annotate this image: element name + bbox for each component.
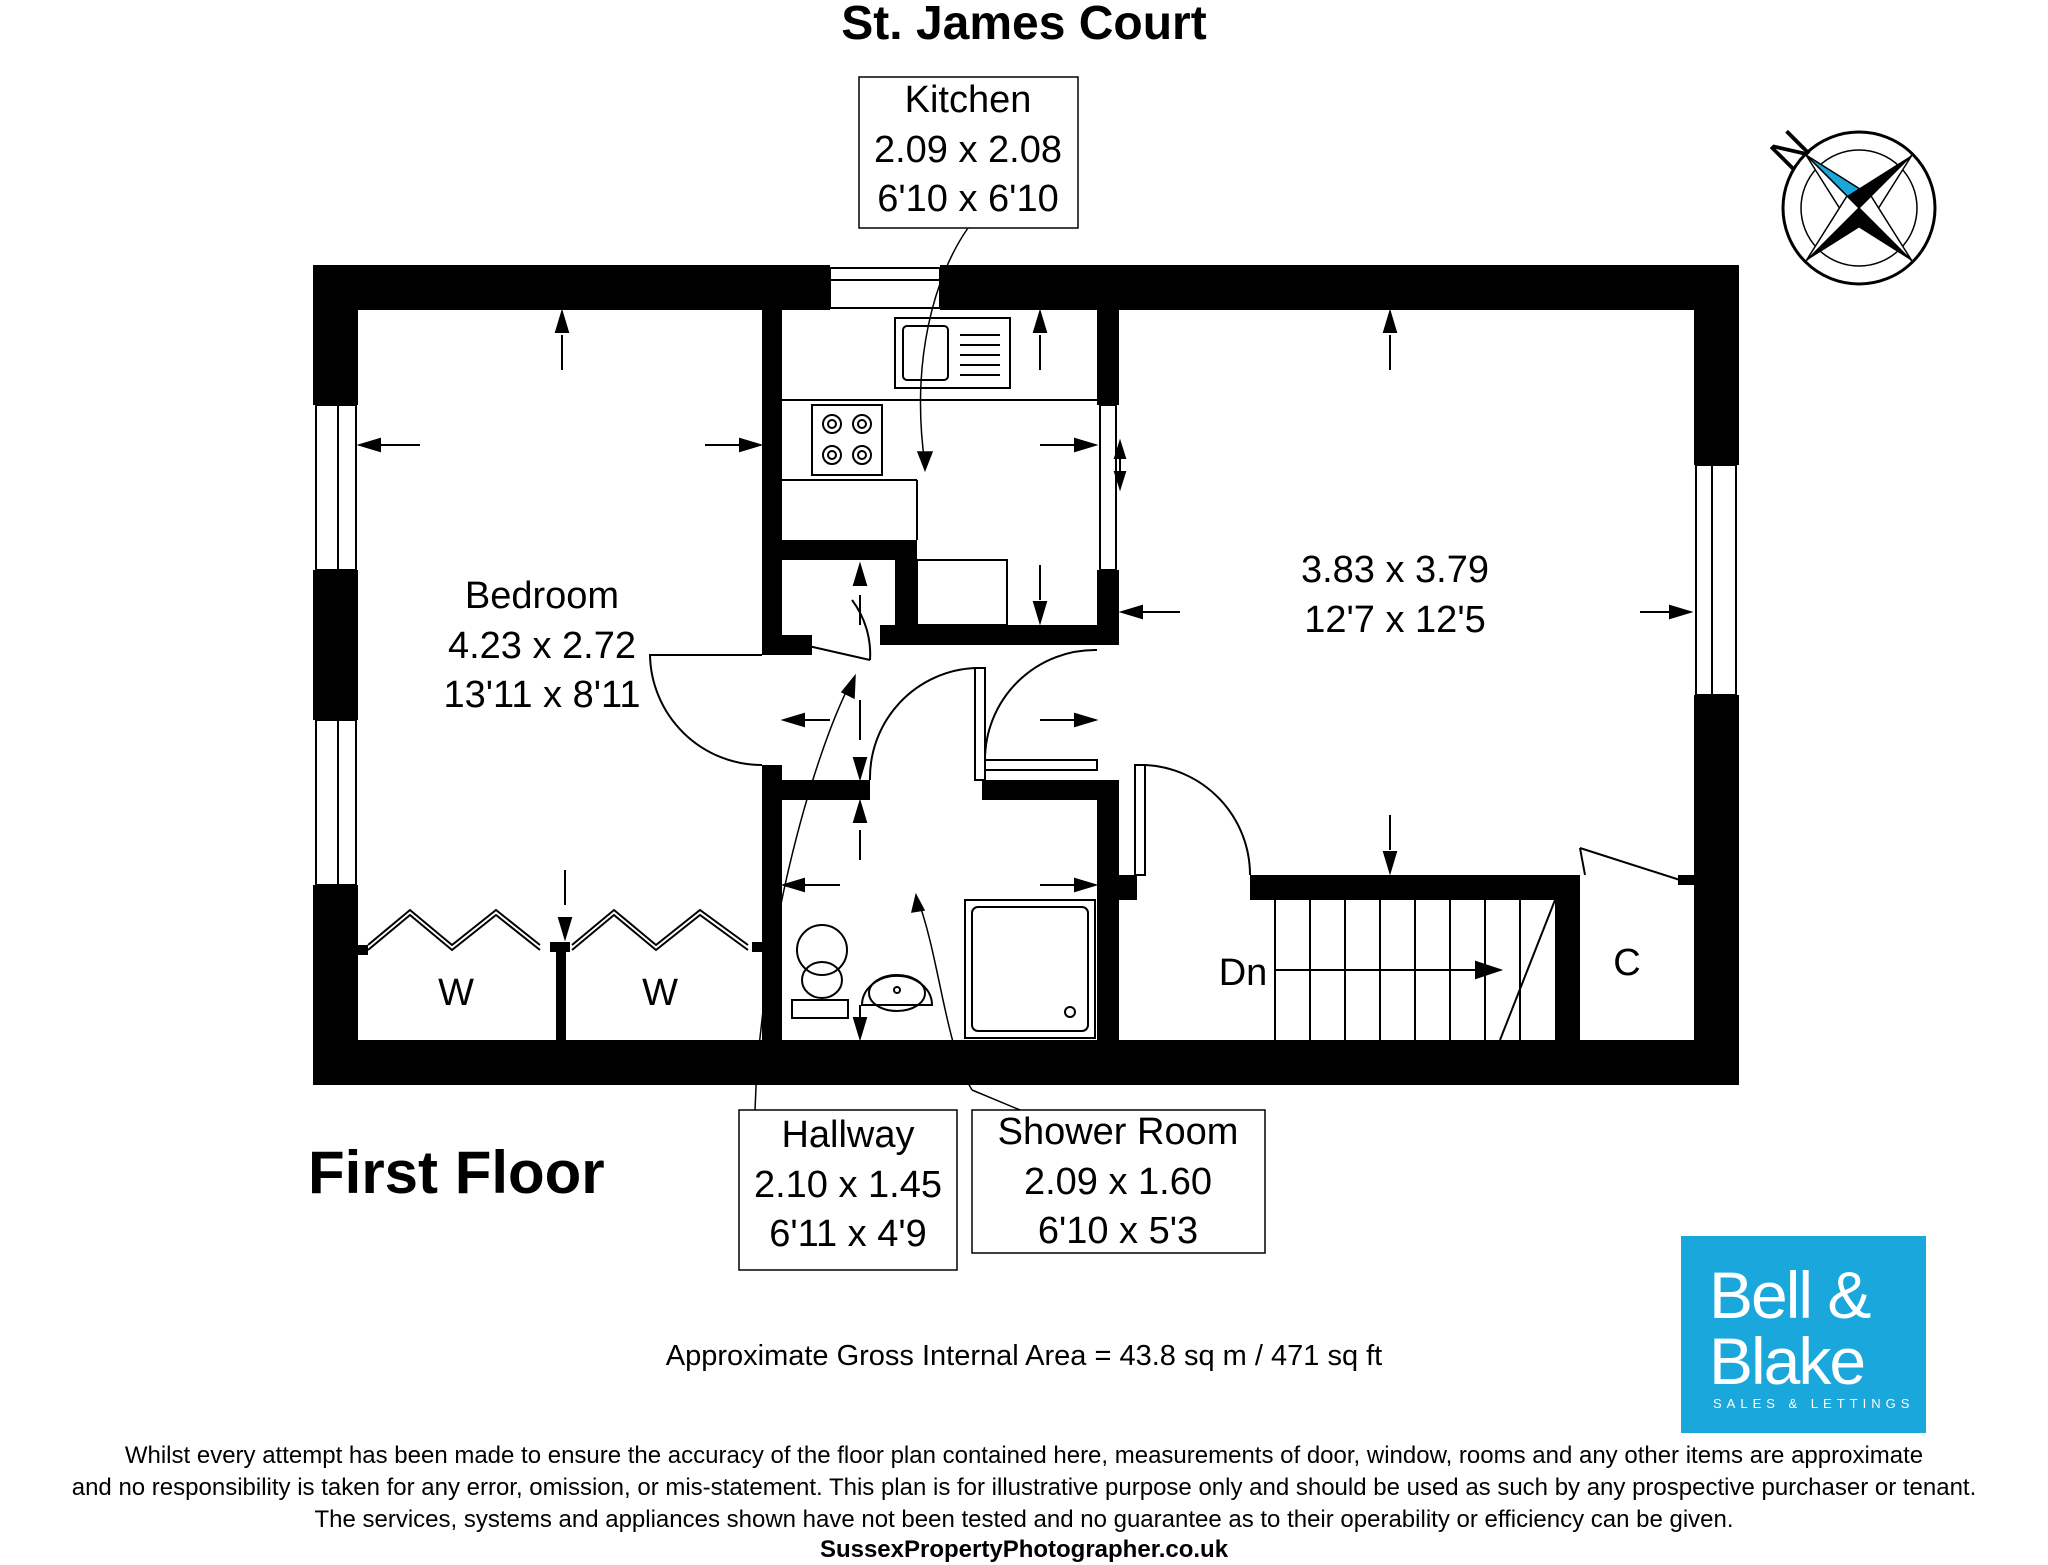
floor-label: First Floor: [308, 1139, 605, 1206]
gross-area: Approximate Gross Internal Area = 43.8 s…: [665, 1340, 1383, 1372]
bedroom-imperial: 13'11 x 8'11: [444, 674, 641, 716]
shower-metric: 2.09 x 1.60: [1024, 1161, 1212, 1203]
hallway-imperial: 6'11 x 4'9: [769, 1213, 926, 1255]
doors: [648, 599, 1681, 881]
kitchen-metric: 2.09 x 2.08: [874, 129, 1062, 171]
dimension-arrows: [356, 308, 1694, 1042]
disclaimer: Whilst every attempt has been made to en…: [0, 1440, 2048, 1536]
kitchen-imperial: 6'10 x 6'10: [877, 178, 1058, 220]
label-leaders: [754, 227, 1021, 1111]
cupboard-label: C: [1613, 942, 1640, 984]
shower-name: Shower Room: [998, 1111, 1239, 1153]
wardrobe-label: W: [438, 972, 474, 1014]
bell-blake-logo: Bell & Blake SALES & LETTINGS: [1681, 1236, 1926, 1433]
interior-walls: [358, 310, 1694, 1040]
logo-line1: Bell &: [1709, 1258, 1871, 1332]
wardrobe-label: W: [642, 972, 678, 1014]
outer-walls: [313, 265, 1739, 1085]
kitchen-fittings: [782, 317, 1117, 626]
stairs-down-label: Dn: [1219, 952, 1268, 994]
plan-title: St. James Court: [841, 0, 1207, 50]
stairs: [1274, 899, 1556, 1041]
windows: [315, 267, 1737, 886]
disclaimer-line: Whilst every attempt has been made to en…: [124, 1442, 1924, 1469]
living-metric: 3.83 x 3.79: [1301, 549, 1489, 591]
bedroom-name: Bedroom: [465, 575, 619, 617]
logo-tagline: SALES & LETTINGS: [1713, 1396, 1915, 1411]
logo-line2: Blake: [1709, 1324, 1866, 1398]
shower-imperial: 6'10 x 5'3: [1038, 1210, 1198, 1252]
bedroom-metric: 4.23 x 2.72: [448, 625, 636, 667]
label-frames: [738, 76, 1266, 1271]
disclaimer-line: The services, systems and appliances sho…: [314, 1506, 1734, 1533]
disclaimer-line: and no responsibility is taken for any e…: [71, 1474, 1977, 1501]
living-imperial: 12'7 x 12'5: [1304, 599, 1485, 641]
photographer-credit: SussexPropertyPhotographer.co.uk: [819, 1536, 1229, 1563]
bathroom-fittings: [791, 899, 1096, 1039]
wardrobe-doors: [367, 908, 749, 952]
compass-icon: N: [1760, 120, 1937, 286]
hallway-metric: 2.10 x 1.45: [754, 1164, 942, 1206]
kitchen-name: Kitchen: [905, 79, 1032, 121]
hallway-name: Hallway: [781, 1114, 914, 1156]
